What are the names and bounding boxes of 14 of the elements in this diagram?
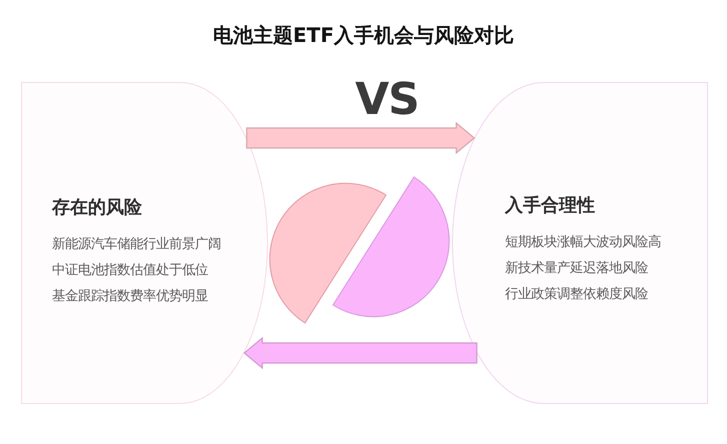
list-item: 新技术量产延迟落地风险 (505, 260, 648, 278)
comparison-panel (452, 82, 708, 404)
panel-heading: 入手合理性 (505, 194, 595, 218)
comparison-panel (21, 82, 268, 404)
diagram-title: 电池主题ETF入手机会与风险对比 (213, 22, 514, 49)
list-item: 基金跟踪指数费率优势明显 (52, 288, 208, 306)
panel-heading: 存在的风险 (52, 196, 142, 220)
list-item: 短期板块涨幅大波动风险高 (505, 234, 661, 252)
list-item: 新能源汽车储能行业前景广阔 (52, 236, 221, 254)
list-item: 行业政策调整依赖度风险 (505, 286, 648, 304)
list-item: 中证电池指数估值处于低位 (52, 262, 208, 280)
block-arrow (243, 336, 478, 370)
block-arrow (246, 122, 476, 154)
vs-label: VS (355, 78, 419, 122)
